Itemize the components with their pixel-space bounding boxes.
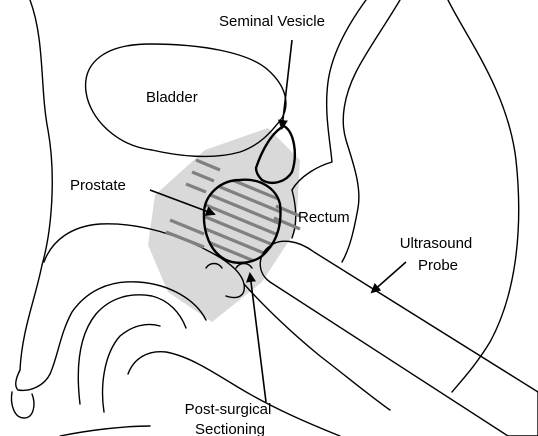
- label-sectioning-line1: Post-surgical: [185, 401, 272, 418]
- pelvic-wall-outline: [20, 0, 52, 370]
- label-ultrasound-line1: Ultrasound: [400, 235, 473, 252]
- label-prostate: Prostate: [70, 177, 126, 194]
- lower-loop-middle: [78, 295, 186, 404]
- label-rectum: Rectum: [298, 209, 350, 226]
- back-outline: [448, 0, 519, 392]
- seminal-vesicle-arrow: [282, 40, 292, 128]
- tip-left: [12, 392, 34, 418]
- ultrasound-arrow: [372, 262, 406, 292]
- base-curve: [60, 426, 150, 436]
- ultrasound-probe: [260, 241, 538, 436]
- label-seminal-vesicle: Seminal Vesicle: [219, 13, 325, 30]
- label-sectioning-line2: Sectioning: [195, 421, 265, 436]
- perineum-outline: [244, 284, 390, 410]
- label-ultrasound-line2: Probe: [418, 257, 458, 274]
- sectioning-arrow: [250, 274, 266, 402]
- label-bladder: Bladder: [146, 89, 198, 106]
- rectum-outer-wall: [342, 0, 400, 262]
